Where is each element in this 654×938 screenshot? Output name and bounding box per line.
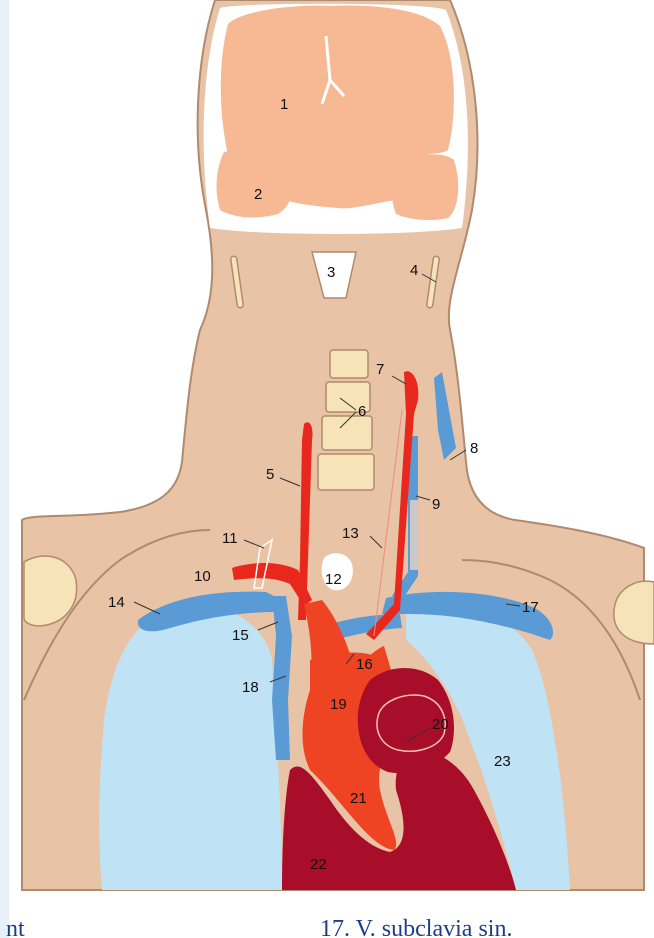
label-10: 10 <box>194 568 211 585</box>
label-11: 11 <box>222 530 238 547</box>
label-16: 16 <box>356 656 373 673</box>
label-2: 2 <box>254 186 262 203</box>
jugular-grey-segment <box>410 500 418 570</box>
label-9: 9 <box>432 496 440 513</box>
label-20: 20 <box>432 716 449 733</box>
label-13: 13 <box>342 525 359 542</box>
anatomical-diagram: 1 2 3 4 5 6 7 8 9 10 11 12 13 14 15 16 1… <box>10 0 654 895</box>
label-21: 21 <box>350 790 367 807</box>
left-edge-strip <box>0 0 9 938</box>
label-14: 14 <box>108 594 125 611</box>
brain-cerebellum-right <box>392 154 459 220</box>
label-18: 18 <box>242 679 259 696</box>
diagram-svg: 1 2 3 4 5 6 7 8 9 10 11 12 13 14 15 16 1… <box>10 0 654 895</box>
label-15: 15 <box>232 627 249 644</box>
vertebra-4 <box>318 454 374 490</box>
label-19: 19 <box>330 696 347 713</box>
label-5: 5 <box>266 466 274 483</box>
caption-right: 17. V. subclavia sin. <box>320 912 512 938</box>
label-8: 8 <box>470 440 478 457</box>
caption-left: nt <box>6 912 25 938</box>
label-3: 3 <box>327 264 335 281</box>
label-7: 7 <box>376 361 384 378</box>
label-17: 17 <box>522 599 539 616</box>
label-22: 22 <box>310 856 327 873</box>
label-12: 12 <box>325 571 342 588</box>
label-6: 6 <box>358 403 366 420</box>
label-23: 23 <box>494 753 511 770</box>
label-1: 1 <box>280 96 288 113</box>
label-4: 4 <box>410 262 418 279</box>
vertebra-1 <box>330 350 368 378</box>
